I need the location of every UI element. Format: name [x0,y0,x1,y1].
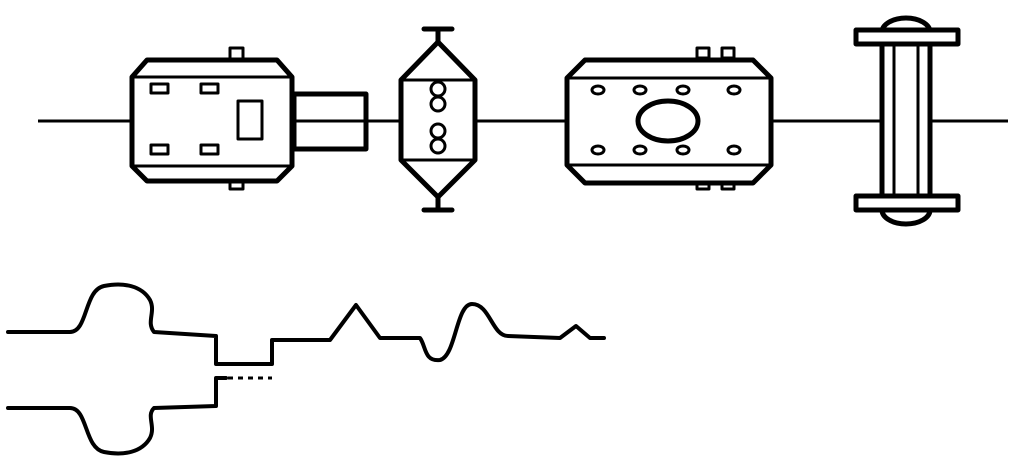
square-pump-icon [564,46,774,191]
motor-with-coupling-icon [129,46,369,191]
diamond-filter-icon [398,26,478,213]
profile-upper-trace [6,282,606,366]
spool-roller-icon [853,15,961,227]
profile-lower-trace [6,376,228,456]
